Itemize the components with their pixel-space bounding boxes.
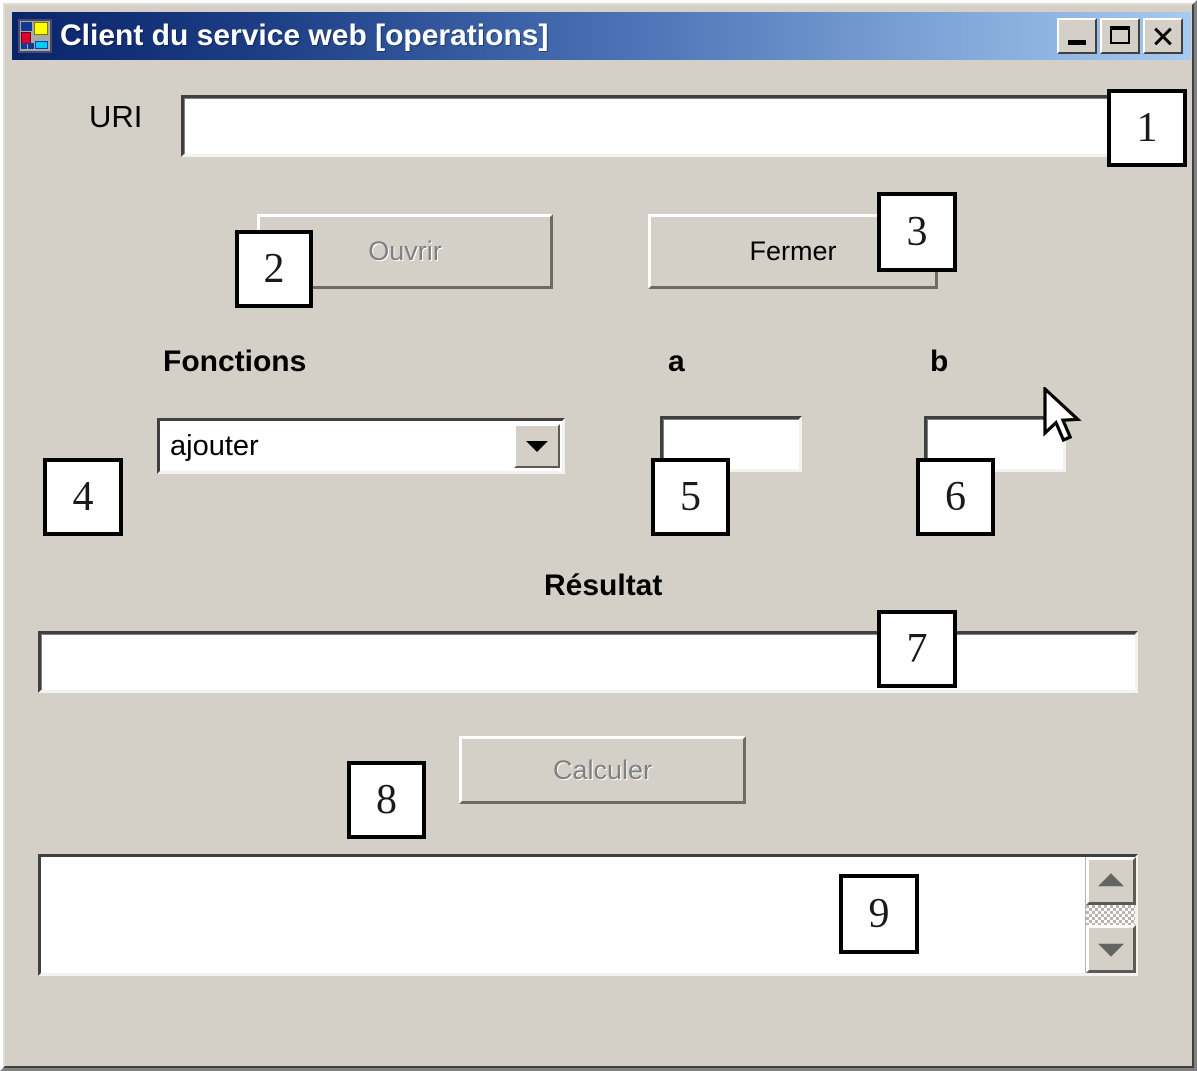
log-listbox[interactable] (38, 854, 1138, 976)
log-scrollbar[interactable] (1085, 857, 1136, 973)
window-controls (1057, 18, 1187, 54)
callout-1: 1 (1107, 89, 1187, 167)
result-label: Résultat (544, 569, 663, 602)
operand-b-label: b (930, 345, 949, 378)
log-listbox-content (41, 857, 1085, 973)
uri-label: URI (89, 99, 143, 134)
operand-a-label: a (668, 345, 685, 378)
functions-label: Fonctions (163, 345, 307, 378)
callout-5: 5 (651, 458, 730, 536)
maximize-button[interactable] (1100, 18, 1140, 54)
functions-selected-value: ajouter (170, 429, 259, 462)
title-bar[interactable]: Client du service web [operations] (12, 12, 1191, 60)
compute-button[interactable]: Calculer (459, 736, 746, 804)
minimize-icon (1068, 40, 1086, 45)
callout-4: 4 (43, 458, 123, 536)
app-icon (18, 19, 52, 53)
result-input[interactable] (38, 631, 1138, 693)
callout-3: 3 (877, 192, 957, 272)
callout-7: 7 (877, 610, 957, 688)
callout-8: 8 (347, 761, 426, 839)
callout-6: 6 (916, 458, 995, 536)
triangle-up-icon (1098, 873, 1124, 887)
scroll-down-button[interactable] (1086, 925, 1136, 973)
scroll-up-button[interactable] (1086, 857, 1136, 905)
operand-a-input[interactable] (660, 416, 802, 472)
triangle-down-icon (1098, 943, 1124, 957)
minimize-button[interactable] (1057, 18, 1097, 54)
callout-2: 2 (235, 230, 313, 308)
window-title: Client du service web [operations] (60, 19, 549, 52)
functions-dropdown[interactable]: ajouter (157, 418, 565, 474)
chevron-down-icon[interactable] (514, 424, 560, 468)
close-button[interactable] (1143, 18, 1183, 54)
maximize-icon (1110, 26, 1130, 44)
callout-9: 9 (839, 874, 919, 954)
uri-input[interactable] (181, 95, 1111, 157)
